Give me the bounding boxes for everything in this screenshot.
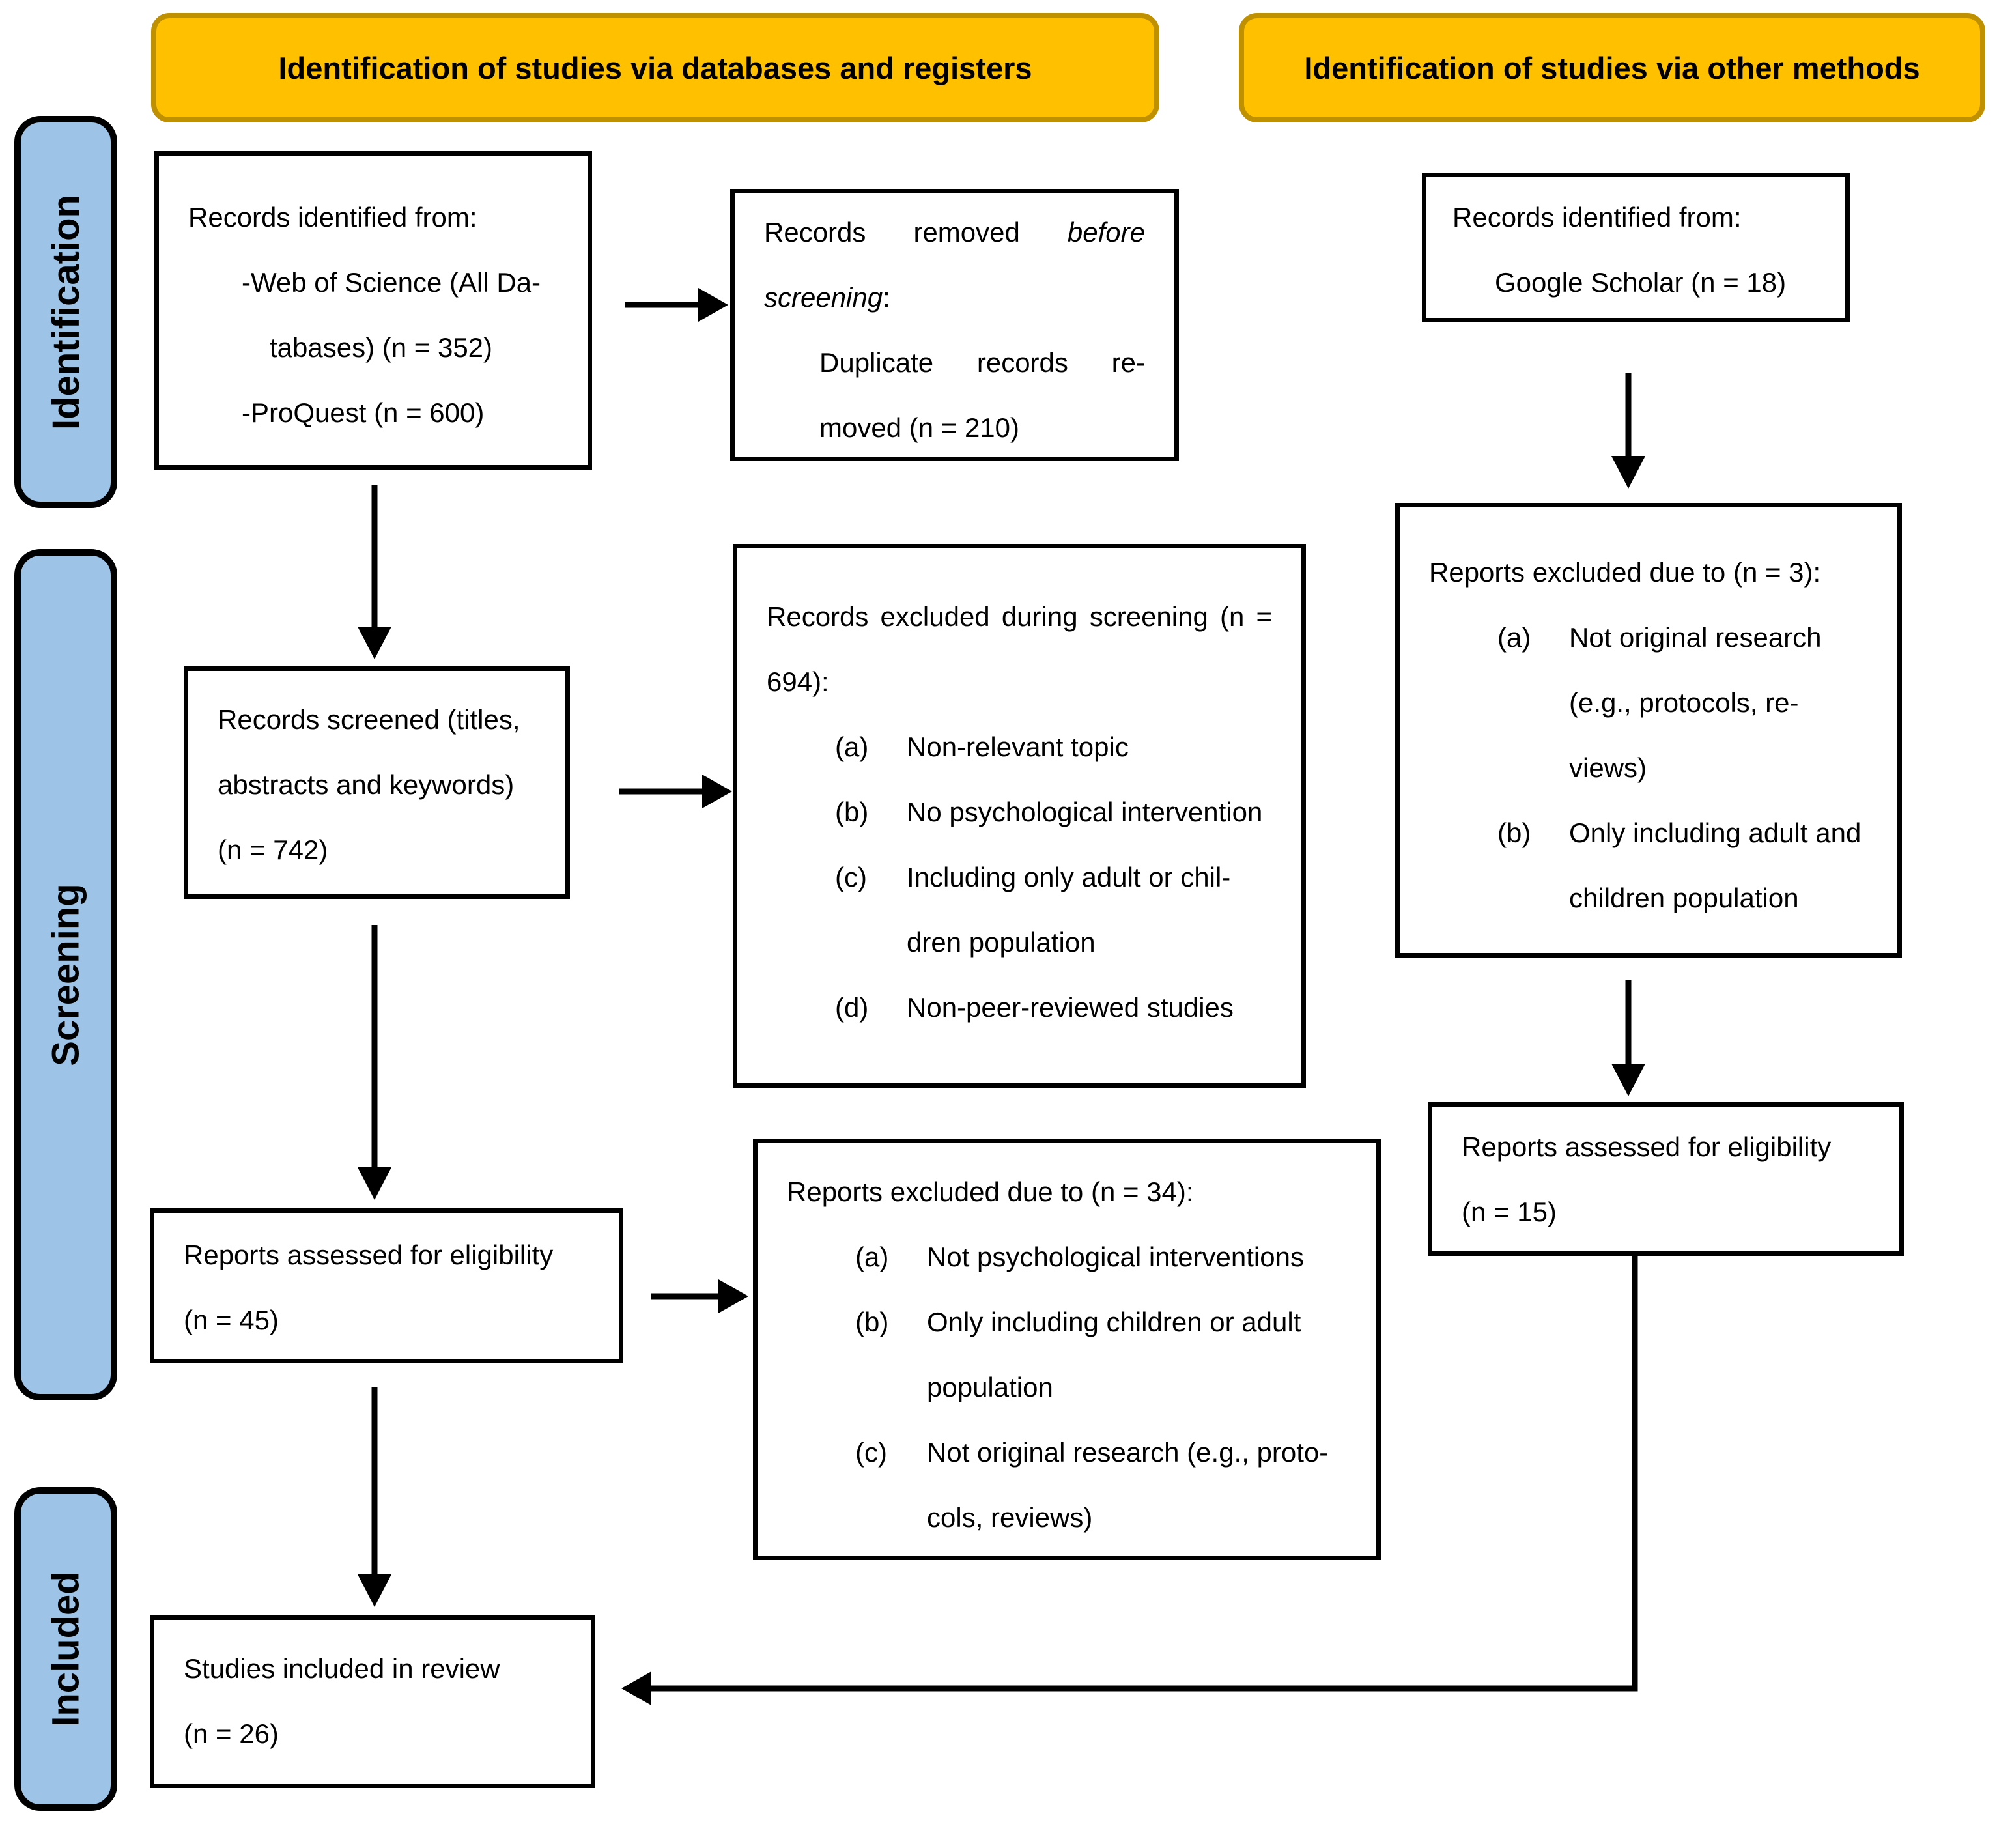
stage-included: Included bbox=[14, 1487, 117, 1811]
word-italic: screening bbox=[764, 282, 883, 313]
node-line: -ProQuest (n = 600) bbox=[242, 397, 485, 428]
header-databases-label: Identification of studies via databases … bbox=[278, 50, 1032, 85]
node-records-excluded-during-screening: Records excluded during screening (n = 6… bbox=[733, 544, 1306, 1088]
arrow-screened-to-assessed-icon bbox=[358, 925, 391, 1200]
arrow-identified-to-screened-icon bbox=[358, 485, 391, 659]
list-item-d: (d) Non-peer-reviewed studies bbox=[767, 975, 1272, 1040]
node-records-identified-databases: Records identified from: -Web of Science… bbox=[154, 151, 592, 470]
list-item-c: (c) Including only adult or chil- dren p… bbox=[767, 845, 1272, 975]
item-marker: (b) bbox=[855, 1307, 889, 1337]
list-item-c: (c) Not original research (e.g., proto- … bbox=[787, 1420, 1347, 1550]
word: : bbox=[883, 282, 890, 313]
node-line: (n = 45) bbox=[184, 1305, 279, 1335]
node-records-removed-before-screening: Records removed before screening: Duplic… bbox=[730, 189, 1179, 461]
item-marker: (c) bbox=[855, 1437, 887, 1468]
node-line: abstracts and keywords) bbox=[218, 769, 515, 800]
list-item-b: (b) Only including children or adult pop… bbox=[787, 1290, 1347, 1420]
item-text: children population bbox=[1569, 883, 1799, 913]
node-line: Reports assessed for eligibility bbox=[184, 1240, 554, 1270]
word-italic: before bbox=[1067, 217, 1145, 248]
node-reports-assessed-other: Reports assessed for eligibility (n = 15… bbox=[1428, 1102, 1904, 1256]
word: = bbox=[1256, 601, 1272, 632]
stage-identification-label: Identification bbox=[44, 194, 87, 430]
item-text: Not original research bbox=[1569, 622, 1822, 653]
node-title: Records identified from: bbox=[188, 202, 477, 233]
stage-included-label: Included bbox=[44, 1571, 87, 1727]
item-text: Only including adult and bbox=[1569, 817, 1862, 848]
word: re- bbox=[1111, 347, 1145, 378]
node-reports-excluded-databases: Reports excluded due to (n = 34): (a) No… bbox=[753, 1139, 1381, 1560]
item-text: Including only adult or chil- bbox=[907, 862, 1231, 892]
item-text: Non-peer-reviewed studies bbox=[907, 992, 1234, 1023]
item-text: population bbox=[927, 1372, 1053, 1402]
list-item-a: (a) Non-relevant topic bbox=[767, 715, 1272, 780]
header-databases-registers: Identification of studies via databases … bbox=[151, 13, 1159, 122]
node-line: Studies included in review bbox=[184, 1653, 500, 1684]
arrow-assessed-to-excluded-icon bbox=[651, 1279, 748, 1313]
arrow-excluded-to-assessed-other-icon bbox=[1611, 980, 1645, 1096]
item-marker: (c) bbox=[835, 862, 867, 892]
item-text: Only including children or adult bbox=[927, 1307, 1301, 1337]
node-title-line2: screening: bbox=[764, 265, 1145, 330]
item-marker: (a) bbox=[1497, 622, 1531, 653]
node-title: Records identified from: bbox=[1452, 202, 1742, 233]
item-text: cols, reviews) bbox=[927, 1502, 1093, 1533]
arrow-assessed-to-included-icon bbox=[358, 1387, 391, 1607]
arrow-scholar-to-excluded-icon bbox=[1611, 373, 1645, 489]
node-reports-excluded-other: Reports excluded due to (n = 3): (a) Not… bbox=[1395, 503, 1902, 958]
word: Records bbox=[767, 601, 869, 632]
item-marker: (d) bbox=[835, 992, 869, 1023]
item-marker: (b) bbox=[835, 797, 869, 827]
word: during bbox=[1001, 601, 1078, 632]
word: Records bbox=[764, 217, 866, 248]
word: screening bbox=[1089, 601, 1208, 632]
node-line: Reports assessed for eligibility bbox=[1462, 1131, 1832, 1162]
item-text: Not psychological interventions bbox=[927, 1242, 1304, 1272]
word: (n bbox=[1219, 601, 1245, 632]
node-records-screened: Records screened (titles, abstracts and … bbox=[184, 666, 570, 899]
node-reports-assessed-databases: Reports assessed for eligibility (n = 45… bbox=[150, 1208, 623, 1363]
node-records-identified-other: Records identified from: Google Scholar … bbox=[1422, 173, 1850, 322]
node-line: Records screened (titles, bbox=[218, 704, 520, 735]
stage-screening: Screening bbox=[14, 549, 117, 1400]
node-line: -Web of Science (All Da- bbox=[242, 267, 541, 298]
node-line: Google Scholar (n = 18) bbox=[1495, 267, 1787, 298]
item-text: (e.g., protocols, re- bbox=[1569, 687, 1799, 718]
stage-identification: Identification bbox=[14, 116, 117, 508]
node-title: Reports excluded due to (n = 3): bbox=[1429, 557, 1821, 588]
item-text: Not original research (e.g., proto- bbox=[927, 1437, 1329, 1468]
node-title-line1: Records removed before bbox=[764, 200, 1145, 265]
node-line: tabases) (n = 352) bbox=[270, 332, 493, 363]
node-title-line2: 694): bbox=[767, 666, 829, 697]
node-title-line1: Records excluded during screening (n = bbox=[767, 584, 1272, 649]
node-title: Reports excluded due to (n = 34): bbox=[787, 1176, 1194, 1207]
word: removed bbox=[913, 217, 1020, 248]
list-item-b: (b) No psychological intervention bbox=[767, 780, 1272, 845]
list-item-b: (b) Only including adult and children po… bbox=[1429, 801, 1868, 931]
node-item-line2: moved (n = 210) bbox=[819, 412, 1020, 443]
list-item-a: (a) Not original research (e.g., protoco… bbox=[1429, 605, 1868, 801]
node-line: (n = 742) bbox=[218, 834, 328, 865]
arrow-screened-to-excluded-icon bbox=[619, 775, 732, 808]
node-item-line1: Duplicate records re- bbox=[819, 330, 1145, 395]
item-text: dren population bbox=[907, 927, 1096, 958]
arrow-identified-to-removed-icon bbox=[625, 288, 728, 322]
header-other-label: Identification of studies via other meth… bbox=[1304, 50, 1920, 85]
stage-screening-label: Screening bbox=[44, 883, 87, 1066]
node-line: (n = 26) bbox=[184, 1718, 279, 1749]
word: excluded bbox=[880, 601, 990, 632]
item-text: Non-relevant topic bbox=[907, 732, 1129, 762]
word: records bbox=[976, 347, 1068, 378]
list-item-a: (a) Not psychological interventions bbox=[787, 1225, 1347, 1290]
word: Duplicate bbox=[819, 347, 934, 378]
node-studies-included: Studies included in review (n = 26) bbox=[150, 1615, 595, 1788]
item-marker: (a) bbox=[855, 1242, 889, 1272]
header-other-methods: Identification of studies via other meth… bbox=[1239, 13, 1985, 122]
item-text: views) bbox=[1569, 752, 1647, 783]
node-line: (n = 15) bbox=[1462, 1197, 1557, 1227]
item-marker: (b) bbox=[1497, 817, 1531, 848]
item-marker: (a) bbox=[835, 732, 869, 762]
item-text: No psychological intervention bbox=[907, 797, 1263, 827]
